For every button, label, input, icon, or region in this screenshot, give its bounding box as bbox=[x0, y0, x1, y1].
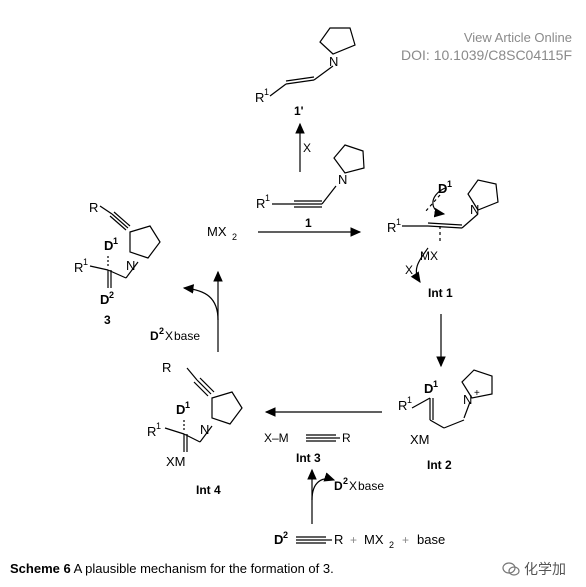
reagent-mx2-sub: 2 bbox=[232, 232, 237, 242]
atom-d: D bbox=[104, 238, 113, 253]
atom-x: X bbox=[165, 329, 173, 343]
atom-r: R bbox=[334, 532, 343, 547]
doi-text: DOI: 10.1039/C8SC04115F bbox=[401, 47, 572, 63]
atom-sup: 1 bbox=[433, 379, 438, 389]
atom-sup: 1 bbox=[447, 179, 452, 189]
atom-sup: 2 bbox=[343, 476, 348, 486]
atom-d: D bbox=[176, 402, 185, 417]
bottom-alkyne bbox=[296, 536, 332, 544]
atom-r: R bbox=[342, 431, 351, 445]
reagent-base: base bbox=[417, 532, 445, 547]
atom-n: N bbox=[329, 54, 338, 69]
atom-d: D bbox=[424, 381, 433, 396]
atom-sup: 2 bbox=[159, 326, 164, 336]
atom-d: D bbox=[100, 292, 109, 307]
atom-sup: 1 bbox=[156, 421, 161, 431]
caption-text: A plausible mechanism for the formation … bbox=[70, 561, 334, 576]
atom-sup: 1 bbox=[396, 217, 401, 227]
reagent-base: base bbox=[174, 329, 200, 343]
reagent-mx2: MX bbox=[364, 532, 384, 547]
int3-xm: X–M bbox=[264, 431, 289, 445]
wechat-icon bbox=[502, 562, 520, 576]
atom-r: R bbox=[89, 200, 98, 215]
atom-xm: XM bbox=[166, 454, 186, 469]
atom-r1: R bbox=[398, 398, 407, 413]
int4-structure bbox=[164, 367, 243, 452]
atom-n: N bbox=[463, 392, 472, 407]
atom-n: N bbox=[200, 422, 209, 437]
atom-d: D bbox=[334, 479, 343, 493]
caption-label: Scheme 6 bbox=[10, 561, 71, 576]
int2-structure bbox=[411, 369, 493, 429]
atom-x: X bbox=[349, 479, 357, 493]
atom-sup: 1 bbox=[407, 395, 412, 405]
compound-1prime bbox=[269, 27, 356, 97]
atom-d: D bbox=[150, 329, 159, 343]
atom-sup: 1 bbox=[185, 400, 190, 410]
atom-d: D bbox=[274, 532, 283, 547]
compound-label-int2: Int 2 bbox=[427, 458, 452, 472]
reagent-mx2-sub: 2 bbox=[389, 540, 394, 550]
atom-r1: R bbox=[74, 260, 83, 275]
compound-label-int1: Int 1 bbox=[428, 286, 453, 300]
atom-n: N bbox=[126, 258, 135, 273]
atom-n: N bbox=[338, 172, 347, 187]
reaction-scheme: N R 1 1' X R 1 N 1 MX 2 R 1 D 1 N MX X I… bbox=[74, 27, 499, 550]
atom-r1: R bbox=[387, 220, 396, 235]
atom-sup: 1 bbox=[265, 193, 270, 203]
compound-label-1: 1 bbox=[305, 216, 312, 230]
atom-sup: 1 bbox=[113, 236, 118, 246]
atom-r1: R bbox=[147, 424, 156, 439]
atom-r1: R bbox=[255, 90, 264, 105]
reagent-mx2: MX bbox=[207, 224, 227, 239]
int3-structure bbox=[306, 434, 340, 442]
consume-arrow bbox=[182, 284, 219, 321]
release-arrow bbox=[311, 472, 336, 501]
reagent-base: base bbox=[358, 479, 384, 493]
blocked-arrow-x: X bbox=[303, 141, 311, 155]
atom-d: D bbox=[438, 181, 447, 196]
compound-label-int4: Int 4 bbox=[196, 483, 221, 497]
view-article-online-link[interactable]: View Article Online bbox=[463, 30, 572, 45]
atom-plus: + bbox=[474, 388, 480, 399]
atom-r1: R bbox=[256, 196, 265, 211]
watermark-text: 化学加 bbox=[524, 561, 566, 577]
compound-label-3: 3 bbox=[104, 313, 111, 327]
compound-1 bbox=[272, 144, 365, 208]
atom-x: X bbox=[405, 263, 413, 277]
atom-n: N bbox=[470, 202, 479, 217]
compound-3 bbox=[89, 205, 161, 288]
plus-sign: + bbox=[402, 533, 409, 547]
compound-label-1prime: 1' bbox=[294, 104, 304, 118]
atom-xm: XM bbox=[410, 432, 430, 447]
atom-mx: MX bbox=[420, 249, 438, 263]
watermark: 化学加 bbox=[502, 559, 566, 579]
atom-sup: 1 bbox=[264, 87, 269, 97]
atom-sup: 1 bbox=[83, 257, 88, 267]
compound-label-int3: Int 3 bbox=[296, 451, 321, 465]
figure-caption: Scheme 6 A plausible mechanism for the f… bbox=[10, 561, 334, 576]
plus-sign: + bbox=[350, 533, 357, 547]
atom-r: R bbox=[162, 360, 171, 375]
atom-sup: 2 bbox=[109, 290, 114, 300]
int1-structure bbox=[402, 179, 499, 283]
atom-sup: 2 bbox=[283, 530, 288, 540]
